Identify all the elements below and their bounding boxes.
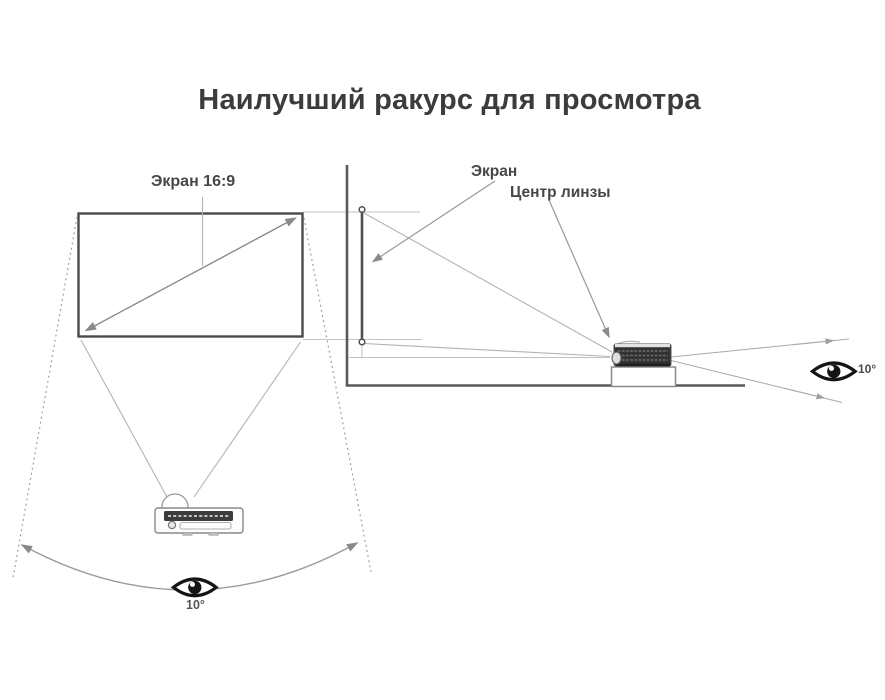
projector-vent-tray xyxy=(179,521,232,530)
eye-icon-side xyxy=(810,361,857,382)
screen-bottom-node xyxy=(358,338,366,346)
lens-center-label: Центр линзы xyxy=(510,184,611,201)
projector-vents xyxy=(618,350,668,361)
projection-line-top xyxy=(363,212,613,353)
projection-beam-left xyxy=(80,339,168,498)
projector-side-icon xyxy=(610,340,677,388)
screen-label-leader xyxy=(371,180,496,263)
projector-lens-side-icon xyxy=(611,351,622,365)
page-title: Наилучший ракурс для просмотра xyxy=(198,84,701,116)
projector-dial-icon xyxy=(167,520,177,530)
projection-line-bottom xyxy=(363,342,611,358)
viewing-angle-label-front: 10° xyxy=(186,598,205,612)
viewing-angle-label-side: 10° xyxy=(858,362,877,376)
viewing-fan-arrow-top xyxy=(792,338,835,346)
screen-diagonal-arrow xyxy=(84,217,297,332)
side-view-group xyxy=(345,165,857,404)
front-view-group xyxy=(12,197,372,598)
lens-center-label-leader xyxy=(548,199,610,339)
screen-top-node xyxy=(358,205,366,214)
viewing-fan-arrow-bottom xyxy=(783,387,826,400)
screen-side-label: Экран xyxy=(471,163,518,180)
projector-control-panel xyxy=(164,511,233,521)
viewing-limit-dashed-left xyxy=(12,216,78,579)
projection-beam-right xyxy=(193,341,301,498)
projector-foot-right xyxy=(208,532,219,536)
projector-foot-left xyxy=(182,532,193,536)
screen-169-label: Экран 16:9 xyxy=(151,173,236,190)
projector-top-icon xyxy=(154,493,244,536)
projector-pedestal xyxy=(610,366,677,388)
projector-top-edge xyxy=(615,344,670,348)
eye-icon-front xyxy=(171,577,218,598)
projector-base-strip xyxy=(616,363,670,367)
